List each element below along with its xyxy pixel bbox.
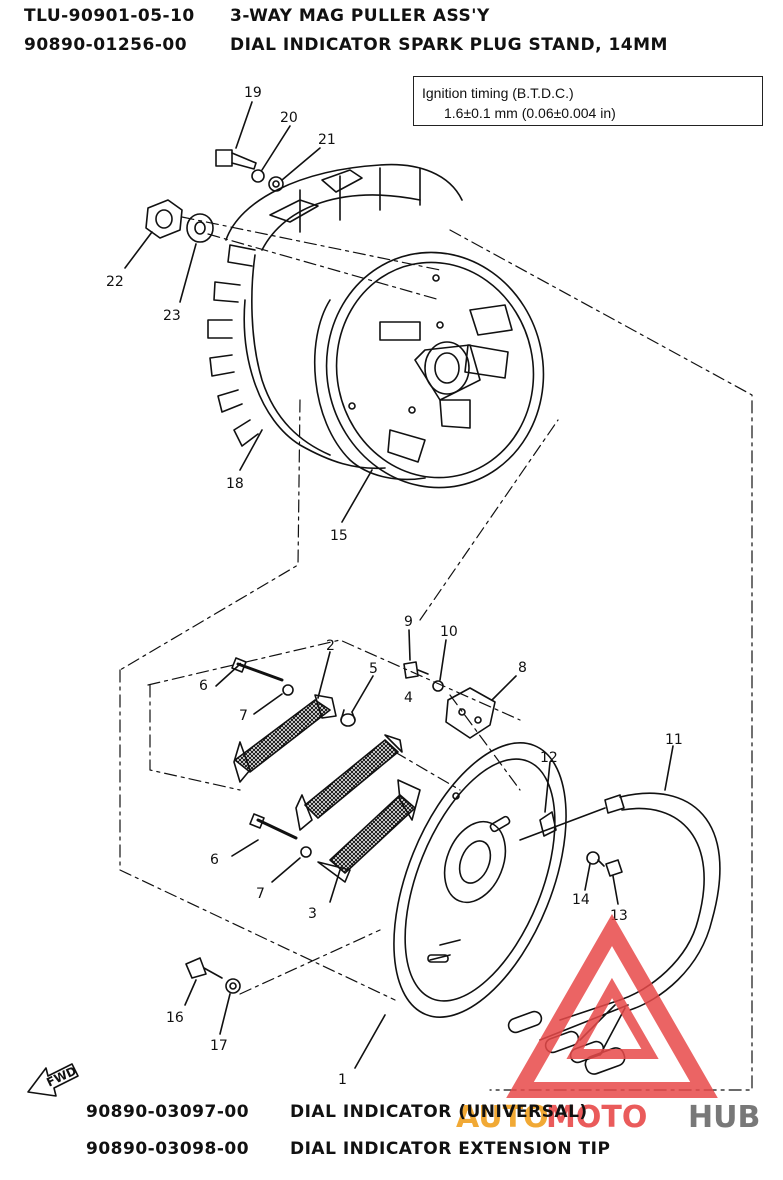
charge-coil <box>295 734 403 831</box>
callout-9: 9 <box>404 614 413 630</box>
coil-washer <box>300 846 312 858</box>
spacer <box>340 709 356 727</box>
callout-4: 4 <box>404 690 413 706</box>
plain-washer <box>268 176 284 192</box>
callout-17: 17 <box>210 1038 228 1054</box>
tool-part-number: 90890-03097-00 <box>86 1102 250 1122</box>
callout-10: 10 <box>440 624 458 640</box>
callout-2: 2 <box>326 638 335 654</box>
nut <box>145 199 183 239</box>
callout-22: 22 <box>106 274 124 290</box>
watermark-moto: MOTO <box>546 1100 647 1135</box>
callout-12: 12 <box>540 750 558 766</box>
callout-16: 16 <box>166 1010 184 1026</box>
callout-11: 11 <box>665 732 683 748</box>
tool-name: DIAL INDICATOR EXTENSION TIP <box>290 1139 611 1159</box>
tool-name: 3-WAY MAG PULLER ASS'Y <box>230 6 490 26</box>
callout-18: 18 <box>226 476 244 492</box>
spring-washer <box>251 169 265 183</box>
base-screw <box>185 957 223 979</box>
watermark-logo <box>506 913 718 1098</box>
tool-part-number: 90890-01256-00 <box>24 35 188 55</box>
watermark-text: AUTO MOTO HUB <box>456 1100 760 1135</box>
terminal-bracket <box>445 687 496 739</box>
pulser-coil <box>317 779 421 883</box>
bracket-screw <box>403 661 429 679</box>
ignition-timing-value: 1.6±0.1 mm (0.06±0.004 in) <box>444 105 616 121</box>
coil-washer <box>282 684 294 696</box>
tool-part-number: TLU-90901-05-10 <box>24 6 195 26</box>
callout-7b: 7 <box>256 886 265 902</box>
callout-23: 23 <box>163 308 181 324</box>
lighting-coil <box>233 694 337 783</box>
flywheel-bolt <box>215 149 257 170</box>
ignition-timing-box: Ignition timing (B.T.D.C.) 1.6±0.1 mm (0… <box>413 76 763 126</box>
plate-washer <box>586 851 600 865</box>
callout-14: 14 <box>572 892 590 908</box>
callout-8: 8 <box>518 660 527 676</box>
callout-6a: 6 <box>199 678 208 694</box>
tool-name: DIAL INDICATOR (UNIVERSAL) <box>290 1102 588 1122</box>
callout-6b: 6 <box>210 852 219 868</box>
coil-screw <box>249 813 298 840</box>
base-washer <box>225 978 241 994</box>
coil-screw <box>231 657 284 682</box>
callout-19: 19 <box>244 85 262 101</box>
tool-name: DIAL INDICATOR SPARK PLUG STAND, 14MM <box>230 35 668 55</box>
watermark-hub: HUB <box>688 1100 760 1135</box>
ignition-timing-title: Ignition timing (B.T.D.C.) <box>422 85 574 101</box>
watermark-auto: AUTO <box>456 1100 549 1135</box>
fwd-arrow-icon: FWD <box>27 1063 79 1097</box>
stator-base-plate <box>393 742 567 1018</box>
fwd-label: FWD <box>44 1064 78 1090</box>
callout-21: 21 <box>318 132 336 148</box>
callout-3: 3 <box>308 906 317 922</box>
callout-15: 15 <box>330 528 348 544</box>
callout-5: 5 <box>369 661 378 677</box>
callout-20: 20 <box>280 110 298 126</box>
plate-screw <box>597 859 623 877</box>
tool-part-number: 90890-03098-00 <box>86 1139 250 1159</box>
flywheel <box>207 163 545 489</box>
callout-1: 1 <box>338 1072 347 1088</box>
washer <box>186 213 214 243</box>
callout-7a: 7 <box>239 708 248 724</box>
